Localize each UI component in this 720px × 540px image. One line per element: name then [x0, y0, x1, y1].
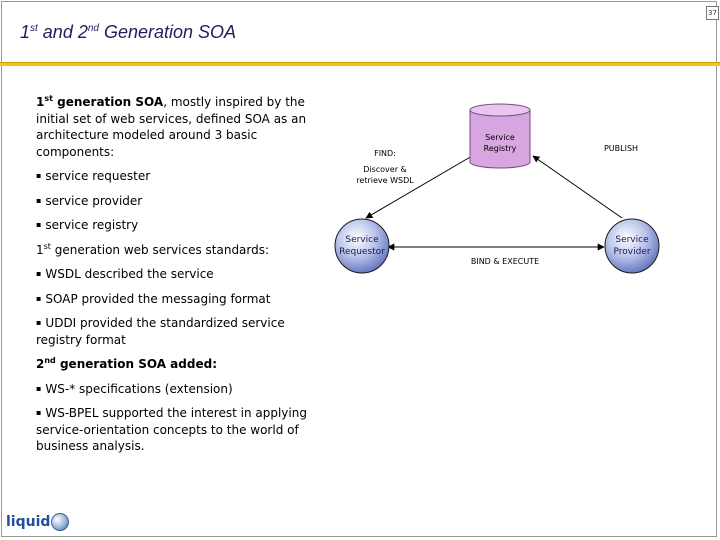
component-item: service provider	[36, 193, 312, 210]
gen2-item: WS-BPEL supported the interest in applyi…	[36, 405, 312, 455]
standard-item: SOAP provided the messaging format	[36, 291, 312, 308]
body-text: 1st generation SOA, mostly inspired by t…	[36, 94, 312, 463]
page-number: 37	[706, 6, 719, 20]
liquid-logo: liquid	[6, 512, 70, 532]
service-requestor-node	[334, 218, 390, 274]
gen2-item: WS-* specifications (extension)	[36, 381, 312, 398]
service-registry-node	[469, 103, 531, 169]
component-item: service registry	[36, 217, 312, 234]
bind-label: BIND & EXECUTE	[470, 257, 540, 266]
component-item: service requester	[36, 168, 312, 185]
title-rule-line	[0, 62, 720, 63]
standards-heading: 1st generation web services standards:	[36, 241, 270, 257]
find-detail-label: Discover &retrieve WSDL	[356, 165, 414, 185]
title-rule-accent	[0, 63, 720, 66]
find-arrow	[365, 155, 473, 219]
standard-item: WSDL described the service	[36, 266, 312, 283]
gen2-heading: 2nd generation SOA added:	[36, 356, 217, 372]
standard-item: UDDI provided the standardized service r…	[36, 315, 312, 348]
publish-arrow	[532, 155, 623, 219]
intro-paragraph: 1st generation SOA, mostly inspired by t…	[36, 94, 307, 159]
publish-label: PUBLISH	[603, 144, 639, 153]
find-label: FIND:	[374, 149, 396, 158]
ball-icon	[51, 513, 70, 531]
service-provider-node	[604, 218, 660, 274]
slide-title: 1st and 2nd Generation SOA	[20, 22, 237, 42]
